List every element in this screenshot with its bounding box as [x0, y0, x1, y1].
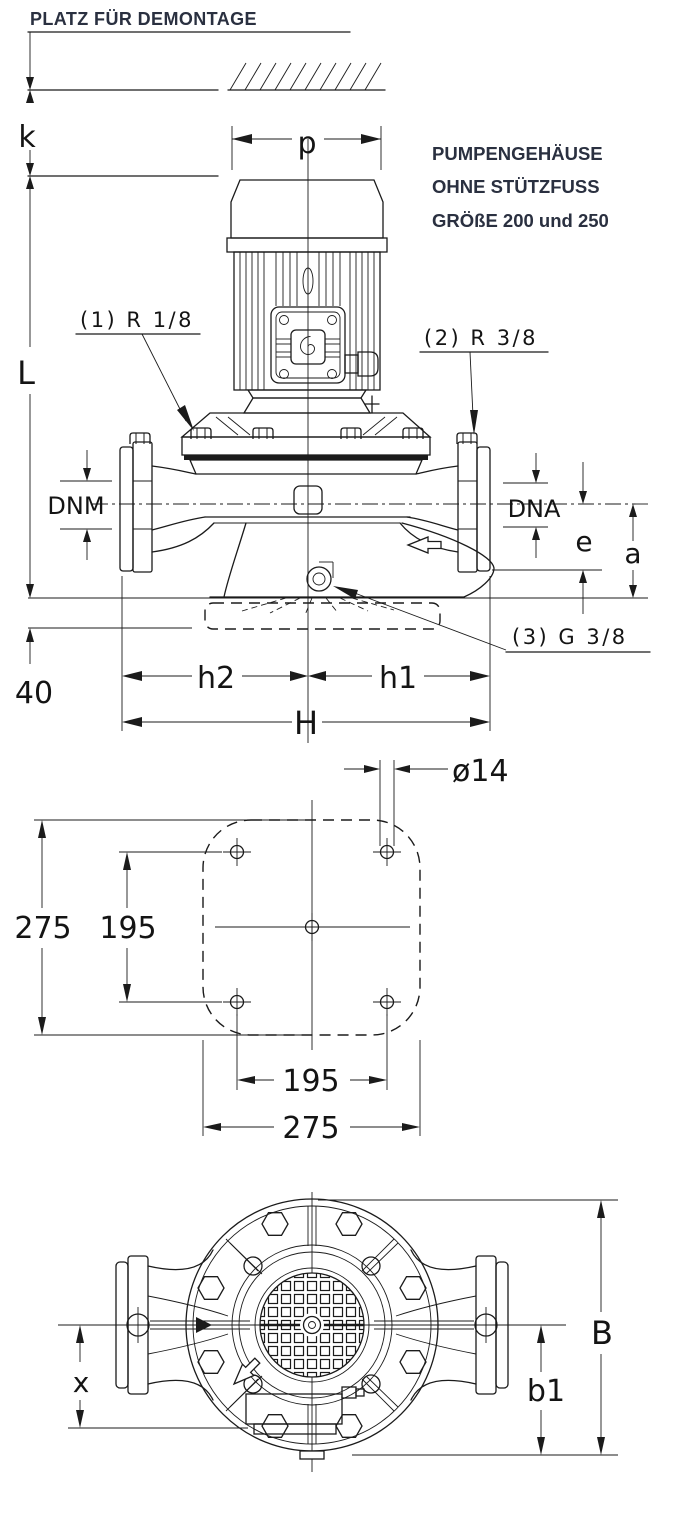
- dimension-DNA: DNA: [503, 453, 561, 558]
- dimension-p: p: [231, 126, 382, 170]
- dim-label-40: 40: [15, 676, 53, 711]
- callout-1-label: (1) R 1/8: [80, 308, 194, 332]
- dim-label-DNM: DNM: [47, 492, 104, 520]
- dimension-e: e: [575, 462, 593, 614]
- dimension-plate-inner-h: 195: [99, 851, 222, 1003]
- fan-grill: [259, 1272, 365, 1378]
- vent-plug-top: [364, 395, 380, 414]
- plate-hole: [223, 988, 251, 1016]
- callout-3-label: (3) G 3/8: [512, 625, 628, 649]
- dim-label-e: e: [575, 525, 592, 558]
- optional-base-plate: [204, 597, 441, 630]
- motor-adapter-upper: [246, 389, 368, 399]
- dimension-B: B: [318, 1199, 618, 1456]
- callout-3: (3) G 3/8: [333, 586, 651, 653]
- ceiling-hatch: [27, 62, 386, 177]
- dim-label-hole-dia: ø14: [452, 754, 509, 789]
- dimension-L: L: [17, 189, 35, 598]
- plate-hole: [223, 838, 251, 866]
- cable-gland: [344, 351, 379, 377]
- dim-label-b1: b1: [527, 1374, 565, 1409]
- flow-direction-arrow-top: [227, 1354, 264, 1391]
- gusset-lines: [215, 416, 398, 436]
- drain-plug: [306, 561, 334, 592]
- dimension-plate-inner-w: 195: [236, 1014, 388, 1099]
- callout-1: (1) R 1/8: [75, 308, 201, 431]
- top-left-flange: [115, 1249, 250, 1401]
- motor-adapter-lower: [242, 397, 372, 414]
- fan-cover: [230, 179, 384, 239]
- dim-label-L: L: [17, 354, 35, 392]
- callout-2-label: (2) R 3/8: [424, 326, 538, 350]
- motor-fins: [239, 252, 375, 390]
- dim-label-inner-h: 195: [99, 911, 156, 946]
- dim-label-outer-h: 275: [14, 911, 71, 946]
- top-right-flange: [374, 1249, 509, 1401]
- dimension-k: k: [18, 32, 36, 189]
- cover-notch: [299, 1450, 325, 1460]
- plate-hole: [373, 988, 401, 1016]
- pump-flange-assembly: [180, 412, 432, 475]
- plate-holes: [223, 838, 401, 1016]
- terminal-box-top: [245, 1386, 365, 1435]
- volute-right-edge: [401, 522, 495, 598]
- dim-label-p: p: [297, 126, 316, 161]
- dimension-40: 40: [15, 627, 192, 711]
- plate-center-hole: [298, 913, 326, 941]
- view-mounting-plate: ø14 275: [14, 754, 508, 1146]
- vent-plug-marker: [196, 1317, 212, 1333]
- dim-label-h2: h2: [197, 661, 235, 696]
- dim-label-k: k: [18, 120, 36, 155]
- dimension-b1: b1: [527, 1325, 565, 1455]
- dim-label-DNA: DNA: [508, 495, 561, 523]
- callout-2: (2) R 3/8: [419, 326, 549, 435]
- note-block: PUMPENGEHÄUSE OHNE STÜTZFUSS GRÖßE 200 u…: [432, 143, 609, 231]
- pump-casing: [119, 432, 602, 598]
- dim-label-B: B: [591, 1314, 613, 1352]
- dimension-a: a: [624, 504, 642, 598]
- lifting-eye: [302, 267, 314, 295]
- note-line-2: OHNE STÜTZFUSS: [432, 176, 600, 197]
- dim-label-a: a: [624, 537, 641, 570]
- view-top: B b1 x: [58, 1192, 618, 1472]
- terminal-box: [270, 306, 346, 384]
- dim-label-outer-w: 275: [282, 1111, 339, 1146]
- nameplate-boss: [293, 485, 323, 515]
- motor-band: [226, 237, 388, 253]
- motor: [226, 179, 388, 414]
- dimension-DNM: DNM: [47, 450, 112, 560]
- dimension-plate-outer-w: 275: [202, 1040, 421, 1146]
- discharge-flange-face: [119, 446, 134, 572]
- plate-hole: [373, 838, 401, 866]
- dim-label-x: x: [73, 1366, 90, 1399]
- bolt-ring: [197, 1212, 427, 1438]
- view-side-elevation: k L 40 p: [15, 32, 651, 743]
- note-line-3: GRÖßE 200 und 250: [432, 210, 609, 231]
- page-title: PLATZ FÜR DEMONTAGE: [30, 9, 257, 29]
- base-plate-outline: [202, 819, 421, 1036]
- dim-label-H: H: [294, 704, 318, 742]
- dim-label-inner-w: 195: [282, 1064, 339, 1099]
- dimension-hole-dia: ø14: [344, 754, 509, 846]
- dimension-plate-outer-h: 275: [14, 819, 308, 1036]
- volute-left-edge: [223, 522, 247, 598]
- flow-direction-arrow: [407, 536, 442, 554]
- gasket-band: [184, 455, 428, 460]
- dimension-h2-h1-H: h2 h1 H: [121, 576, 491, 742]
- dim-label-h1: h1: [379, 661, 417, 696]
- note-line-1: PUMPENGEHÄUSE: [432, 143, 603, 164]
- dimension-x: x: [68, 1325, 248, 1429]
- scroll-mark: [300, 336, 315, 355]
- suction-flange: [457, 441, 478, 573]
- title-block: PLATZ FÜR DEMONTAGE: [27, 9, 351, 33]
